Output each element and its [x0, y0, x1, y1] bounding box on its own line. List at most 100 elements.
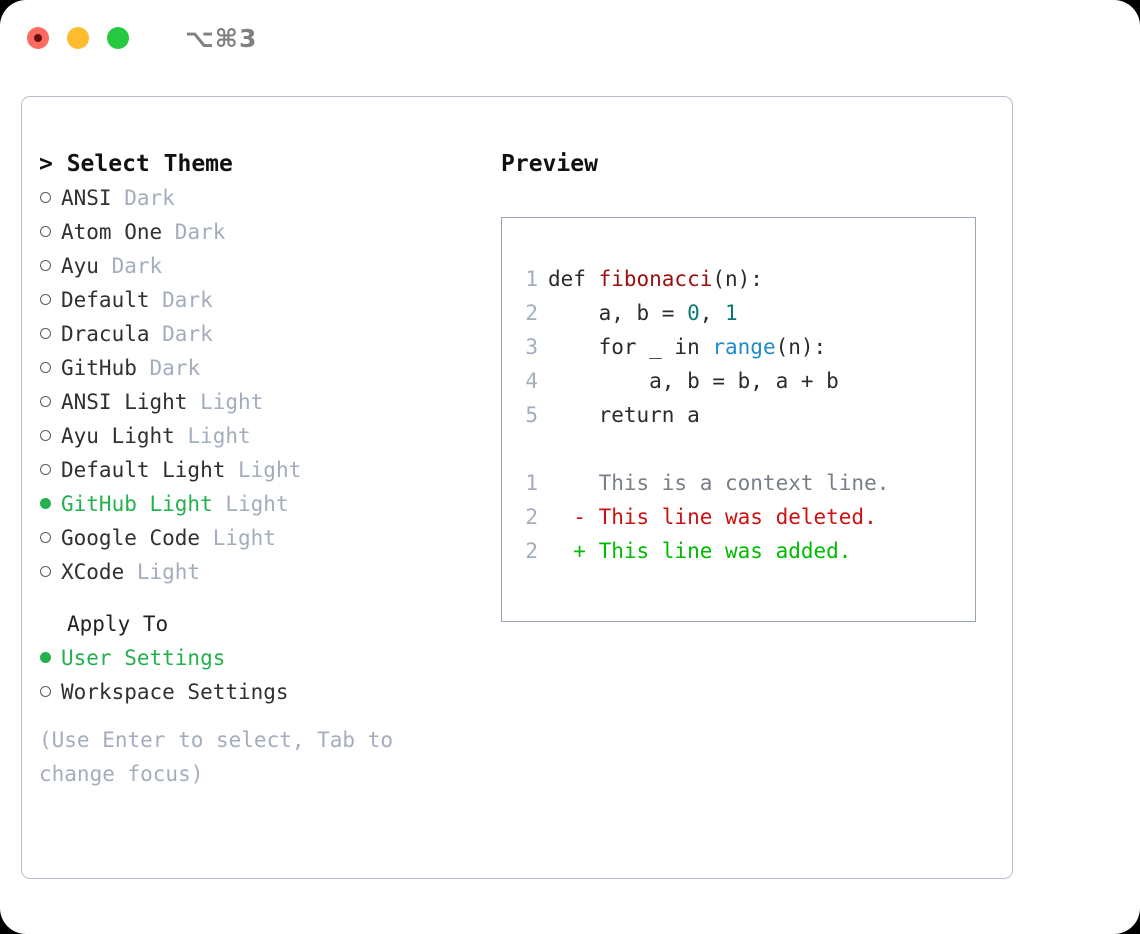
- radio-unselected-icon[interactable]: [39, 215, 61, 249]
- code-line: 2 a, b = 0, 1: [502, 296, 975, 330]
- theme-option-label: Dracula: [61, 322, 163, 346]
- code-token: def: [548, 267, 599, 291]
- code-line: 1 def fibonacci(n):: [502, 262, 975, 296]
- line-number: 2: [525, 505, 538, 529]
- theme-option-tag: Dark: [174, 220, 226, 244]
- apply-to-option-user-settings[interactable]: User Settings: [39, 641, 492, 675]
- diff-line-text: + This line was added.: [548, 539, 852, 563]
- theme-option-label: Default: [61, 288, 163, 312]
- code-line: 3 for _ in range(n):: [502, 330, 975, 364]
- theme-option-tag: Light: [136, 560, 201, 584]
- theme-option-github[interactable]: GitHub Dark: [39, 351, 492, 385]
- line-number: 4: [525, 369, 538, 393]
- theme-option-label: ANSI: [61, 186, 125, 210]
- diff-line-add: 2 + This line was added.: [502, 534, 975, 568]
- code-token: a, b =: [548, 301, 688, 325]
- line-number: 5: [525, 403, 538, 427]
- theme-option-tag: Dark: [162, 288, 213, 312]
- code-token: return a: [548, 403, 700, 427]
- title-bar: ⌥⌘3: [0, 0, 1140, 76]
- code-diff-separator: [502, 432, 975, 466]
- radio-unselected-icon[interactable]: [39, 453, 61, 487]
- theme-option-tag: Dark: [111, 254, 163, 278]
- theme-option-tag: Light: [212, 526, 276, 550]
- radio-unselected-icon[interactable]: [39, 351, 61, 385]
- radio-unselected-icon[interactable]: [39, 419, 61, 453]
- theme-option-tag: Light: [187, 424, 251, 448]
- diff-line-text: This is a context line.: [548, 471, 890, 495]
- close-button[interactable]: [27, 27, 49, 49]
- radio-unselected-icon[interactable]: [39, 283, 61, 317]
- radio-unselected-icon[interactable]: [39, 385, 61, 419]
- code-line-text: for _ in range(n):: [548, 330, 827, 364]
- theme-option-ayu[interactable]: Ayu Dark: [39, 249, 492, 283]
- theme-option-tag: Light: [200, 390, 264, 414]
- code-line-text: def fibonacci(n):: [548, 262, 763, 296]
- theme-option-dracula[interactable]: Dracula Dark: [39, 317, 492, 351]
- theme-option-label: Google Code: [61, 526, 213, 550]
- code-token: (n):: [712, 267, 763, 291]
- radio-unselected-icon[interactable]: [39, 555, 61, 589]
- code-token: a, b = b, a + b: [548, 369, 839, 393]
- radio-selected-icon[interactable]: [39, 487, 61, 521]
- theme-option-tag: Dark: [149, 356, 201, 380]
- theme-option-ansi[interactable]: ANSI Dark: [39, 181, 492, 215]
- theme-option-default-light[interactable]: Default Light Light: [39, 453, 492, 487]
- diff-sample: 1 This is a context line.2 - This line w…: [502, 466, 975, 568]
- theme-option-default[interactable]: Default Dark: [39, 283, 492, 317]
- radio-selected-icon[interactable]: [39, 641, 61, 675]
- code-token: for _ in: [548, 335, 713, 359]
- code-token: 1: [725, 301, 738, 325]
- radio-unselected-icon[interactable]: [39, 317, 61, 351]
- theme-option-google-code[interactable]: Google Code Light: [39, 521, 492, 555]
- code-token: ,: [699, 301, 726, 325]
- theme-option-xcode[interactable]: XCode Light: [39, 555, 492, 589]
- code-token: fibonacci: [598, 267, 713, 291]
- theme-option-label: GitHub Light: [61, 492, 226, 516]
- diff-line-text: - This line was deleted.: [548, 505, 877, 529]
- apply-to-option-label: Workspace Settings: [61, 680, 289, 704]
- line-number: 1: [525, 471, 538, 495]
- theme-option-tag: Light: [238, 458, 302, 482]
- code-line-text: return a: [548, 398, 700, 432]
- code-line: 5 return a: [502, 398, 975, 432]
- line-number: 1: [525, 267, 538, 291]
- diff-line-ctx: 1 This is a context line.: [502, 466, 975, 500]
- code-token: range: [712, 335, 776, 359]
- traffic-light-group: [27, 27, 129, 49]
- apply-to-option-label: User Settings: [61, 646, 226, 670]
- line-number: 2: [525, 301, 538, 325]
- code-line: 4 a, b = b, a + b: [502, 364, 975, 398]
- preview-heading: Preview: [501, 151, 598, 177]
- theme-option-atom-one[interactable]: Atom One Dark: [39, 215, 492, 249]
- line-number: 3: [525, 335, 538, 359]
- theme-option-ayu-light[interactable]: Ayu Light Light: [39, 419, 492, 453]
- radio-unselected-icon[interactable]: [39, 249, 61, 283]
- keyboard-shortcut-label: ⌥⌘3: [185, 23, 258, 53]
- radio-unselected-icon[interactable]: [39, 181, 61, 215]
- apply-to-option-workspace-settings[interactable]: Workspace Settings: [39, 675, 492, 709]
- theme-option-ansi-light[interactable]: ANSI Light Light: [39, 385, 492, 419]
- diff-line-del: 2 - This line was deleted.: [502, 500, 975, 534]
- radio-unselected-icon[interactable]: [39, 675, 61, 709]
- minimize-button[interactable]: [67, 27, 89, 49]
- code-token: 0: [687, 301, 700, 325]
- maximize-button[interactable]: [107, 27, 129, 49]
- theme-option-tag: Dark: [162, 322, 213, 346]
- theme-option-github-light[interactable]: GitHub Light Light: [39, 487, 492, 521]
- theme-option-label: GitHub: [61, 356, 150, 380]
- line-number: 2: [525, 539, 538, 563]
- code-token: (n):: [775, 335, 827, 359]
- theme-option-label: Ayu Light: [61, 424, 188, 448]
- select-theme-heading: > Select Theme: [39, 151, 233, 177]
- theme-option-tag: Light: [225, 492, 289, 516]
- theme-option-label: Default Light: [61, 458, 239, 482]
- radio-unselected-icon[interactable]: [39, 521, 61, 555]
- apply-to-heading: Apply To: [67, 612, 169, 636]
